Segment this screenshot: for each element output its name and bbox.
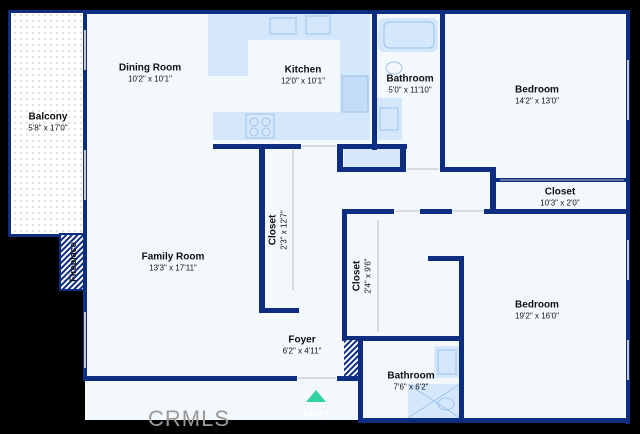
burner-icon bbox=[261, 127, 271, 137]
room-family: Family Room 13'3" x 17'11" bbox=[142, 252, 205, 273]
wall-closet-south bbox=[259, 308, 299, 313]
wall-top bbox=[85, 10, 630, 14]
balcony-west bbox=[8, 10, 11, 236]
wall-south-foyer bbox=[83, 376, 297, 381]
room-name: Bathroom bbox=[386, 73, 434, 85]
room-foyer: Foyer 6'2" x 4'11" bbox=[283, 335, 322, 356]
room-bathroom-2: Bathroom 7'6" x 6'2" bbox=[387, 371, 434, 392]
wall-closet-small-west bbox=[342, 209, 347, 341]
window bbox=[627, 240, 629, 280]
entry-label: Entry bbox=[303, 408, 329, 419]
room-dims: 19'2" x 16'0" bbox=[515, 311, 559, 321]
room-name: Family Room bbox=[141, 251, 205, 263]
balcony-floor bbox=[10, 12, 85, 236]
room-dims: 7'6" x 6'2" bbox=[393, 382, 429, 392]
room-dims: 2'4" x 9'6" bbox=[363, 258, 373, 294]
room-name: Closet bbox=[351, 260, 363, 292]
wall-closet-hall-west bbox=[490, 167, 496, 213]
kitchen-counter-left bbox=[208, 40, 248, 76]
room-bathroom-1: Bathroom 5'0" x 11'10" bbox=[386, 74, 433, 95]
room-name: Kitchen bbox=[284, 64, 322, 76]
room-name: Bathroom bbox=[387, 370, 435, 382]
room-dims: 14'2" x 13'0" bbox=[515, 96, 559, 106]
wall-east bbox=[626, 10, 630, 424]
bath2-sink-icon bbox=[437, 349, 457, 375]
wall-kitchen-south bbox=[213, 144, 301, 149]
door-lines bbox=[292, 145, 624, 379]
wall-hall-cabinet-south bbox=[337, 167, 407, 172]
window bbox=[84, 150, 86, 200]
wall-bath1-stub bbox=[400, 144, 406, 172]
kitchen-peninsula bbox=[213, 112, 343, 140]
room-closet-small: Closet 2'4" x 9'6" bbox=[352, 259, 373, 294]
room-name: Dining Room bbox=[118, 62, 182, 74]
room-dims: 10'3" x 2'0" bbox=[540, 198, 580, 208]
wall-closet-west bbox=[259, 144, 265, 312]
room-kitchen: Kitchen 12'0" x 10'1" bbox=[281, 65, 325, 86]
balcony-bottom bbox=[8, 234, 85, 237]
room-name: Balcony bbox=[28, 111, 68, 123]
wall-south-bed bbox=[358, 418, 630, 423]
refrigerator-icon bbox=[341, 75, 369, 113]
room-dining: Dining Room 10'2" x 10'1" bbox=[119, 63, 181, 84]
room-name: Foyer bbox=[288, 334, 316, 346]
room-dims: 6'2" x 4'11" bbox=[282, 346, 322, 356]
burner-icon bbox=[261, 117, 271, 127]
room-name: Bedroom bbox=[515, 299, 559, 311]
room-bedroom-2: Bedroom 19'2" x 16'0" bbox=[515, 300, 559, 321]
window bbox=[627, 340, 629, 380]
wall-bath2-west bbox=[358, 338, 363, 423]
window bbox=[84, 30, 86, 70]
stove-icon bbox=[245, 113, 275, 139]
room-fireplace: Fireplace bbox=[68, 242, 78, 282]
room-dims: 2'3" x 12'7" bbox=[279, 210, 289, 250]
room-name: Closet bbox=[267, 214, 279, 246]
window bbox=[627, 60, 629, 120]
wall-bath2-north bbox=[360, 336, 464, 341]
room-closet-family: Closet 2'3" x 12'7" bbox=[268, 210, 289, 249]
toilet-icon bbox=[385, 61, 403, 75]
burner-icon bbox=[249, 117, 259, 127]
room-name: Closet bbox=[544, 186, 576, 198]
room-name: Fireplace bbox=[67, 242, 78, 282]
burner-icon bbox=[249, 127, 259, 137]
sink-icon bbox=[269, 17, 297, 35]
room-dims: 13'3" x 17'11" bbox=[149, 263, 197, 273]
fixture-details bbox=[245, 15, 461, 419]
room-bedroom-1: Bedroom 14'2" x 13'0" bbox=[515, 85, 559, 106]
room-dims: 5'0" x 11'10" bbox=[388, 85, 432, 95]
wall-bed2-north-a bbox=[342, 209, 394, 214]
sink-basin-icon bbox=[379, 107, 399, 131]
watermark: CRMLS bbox=[148, 406, 231, 431]
room-closet-hall: Closet 10'3" x 2'0" bbox=[540, 187, 579, 208]
room-dims: 12'0" x 10'1" bbox=[281, 76, 325, 86]
room-dims: 5'8" x 17'0" bbox=[28, 123, 68, 133]
wall-bed2-north-c bbox=[484, 209, 628, 214]
room-balcony: Balcony 5'8" x 17'0" bbox=[28, 112, 67, 133]
wall-bath1-east bbox=[440, 10, 445, 172]
window bbox=[84, 312, 86, 368]
wall-bed2-notch bbox=[428, 256, 464, 261]
wall-bed2-north-b bbox=[420, 209, 452, 214]
entry-arrow-icon bbox=[306, 390, 326, 402]
room-dims: 10'2" x 10'1" bbox=[128, 74, 172, 84]
wall-bath2-east bbox=[459, 256, 464, 423]
fireplace-box bbox=[59, 233, 85, 291]
bath2-toilet-icon bbox=[437, 397, 455, 411]
dishwasher-icon bbox=[305, 15, 331, 35]
wall-bed1-south bbox=[440, 167, 496, 172]
bathtub bbox=[378, 18, 438, 52]
shower-line bbox=[407, 383, 461, 419]
wall-bath1-west bbox=[372, 10, 377, 150]
room-name: Bedroom bbox=[515, 84, 559, 96]
foyer-stub bbox=[344, 340, 358, 376]
balcony-top bbox=[8, 10, 85, 13]
wall-hall-cabinet bbox=[337, 144, 343, 172]
wall-south-foyer-right bbox=[337, 376, 363, 381]
tub-basin-icon bbox=[383, 21, 435, 49]
windows bbox=[84, 30, 629, 380]
